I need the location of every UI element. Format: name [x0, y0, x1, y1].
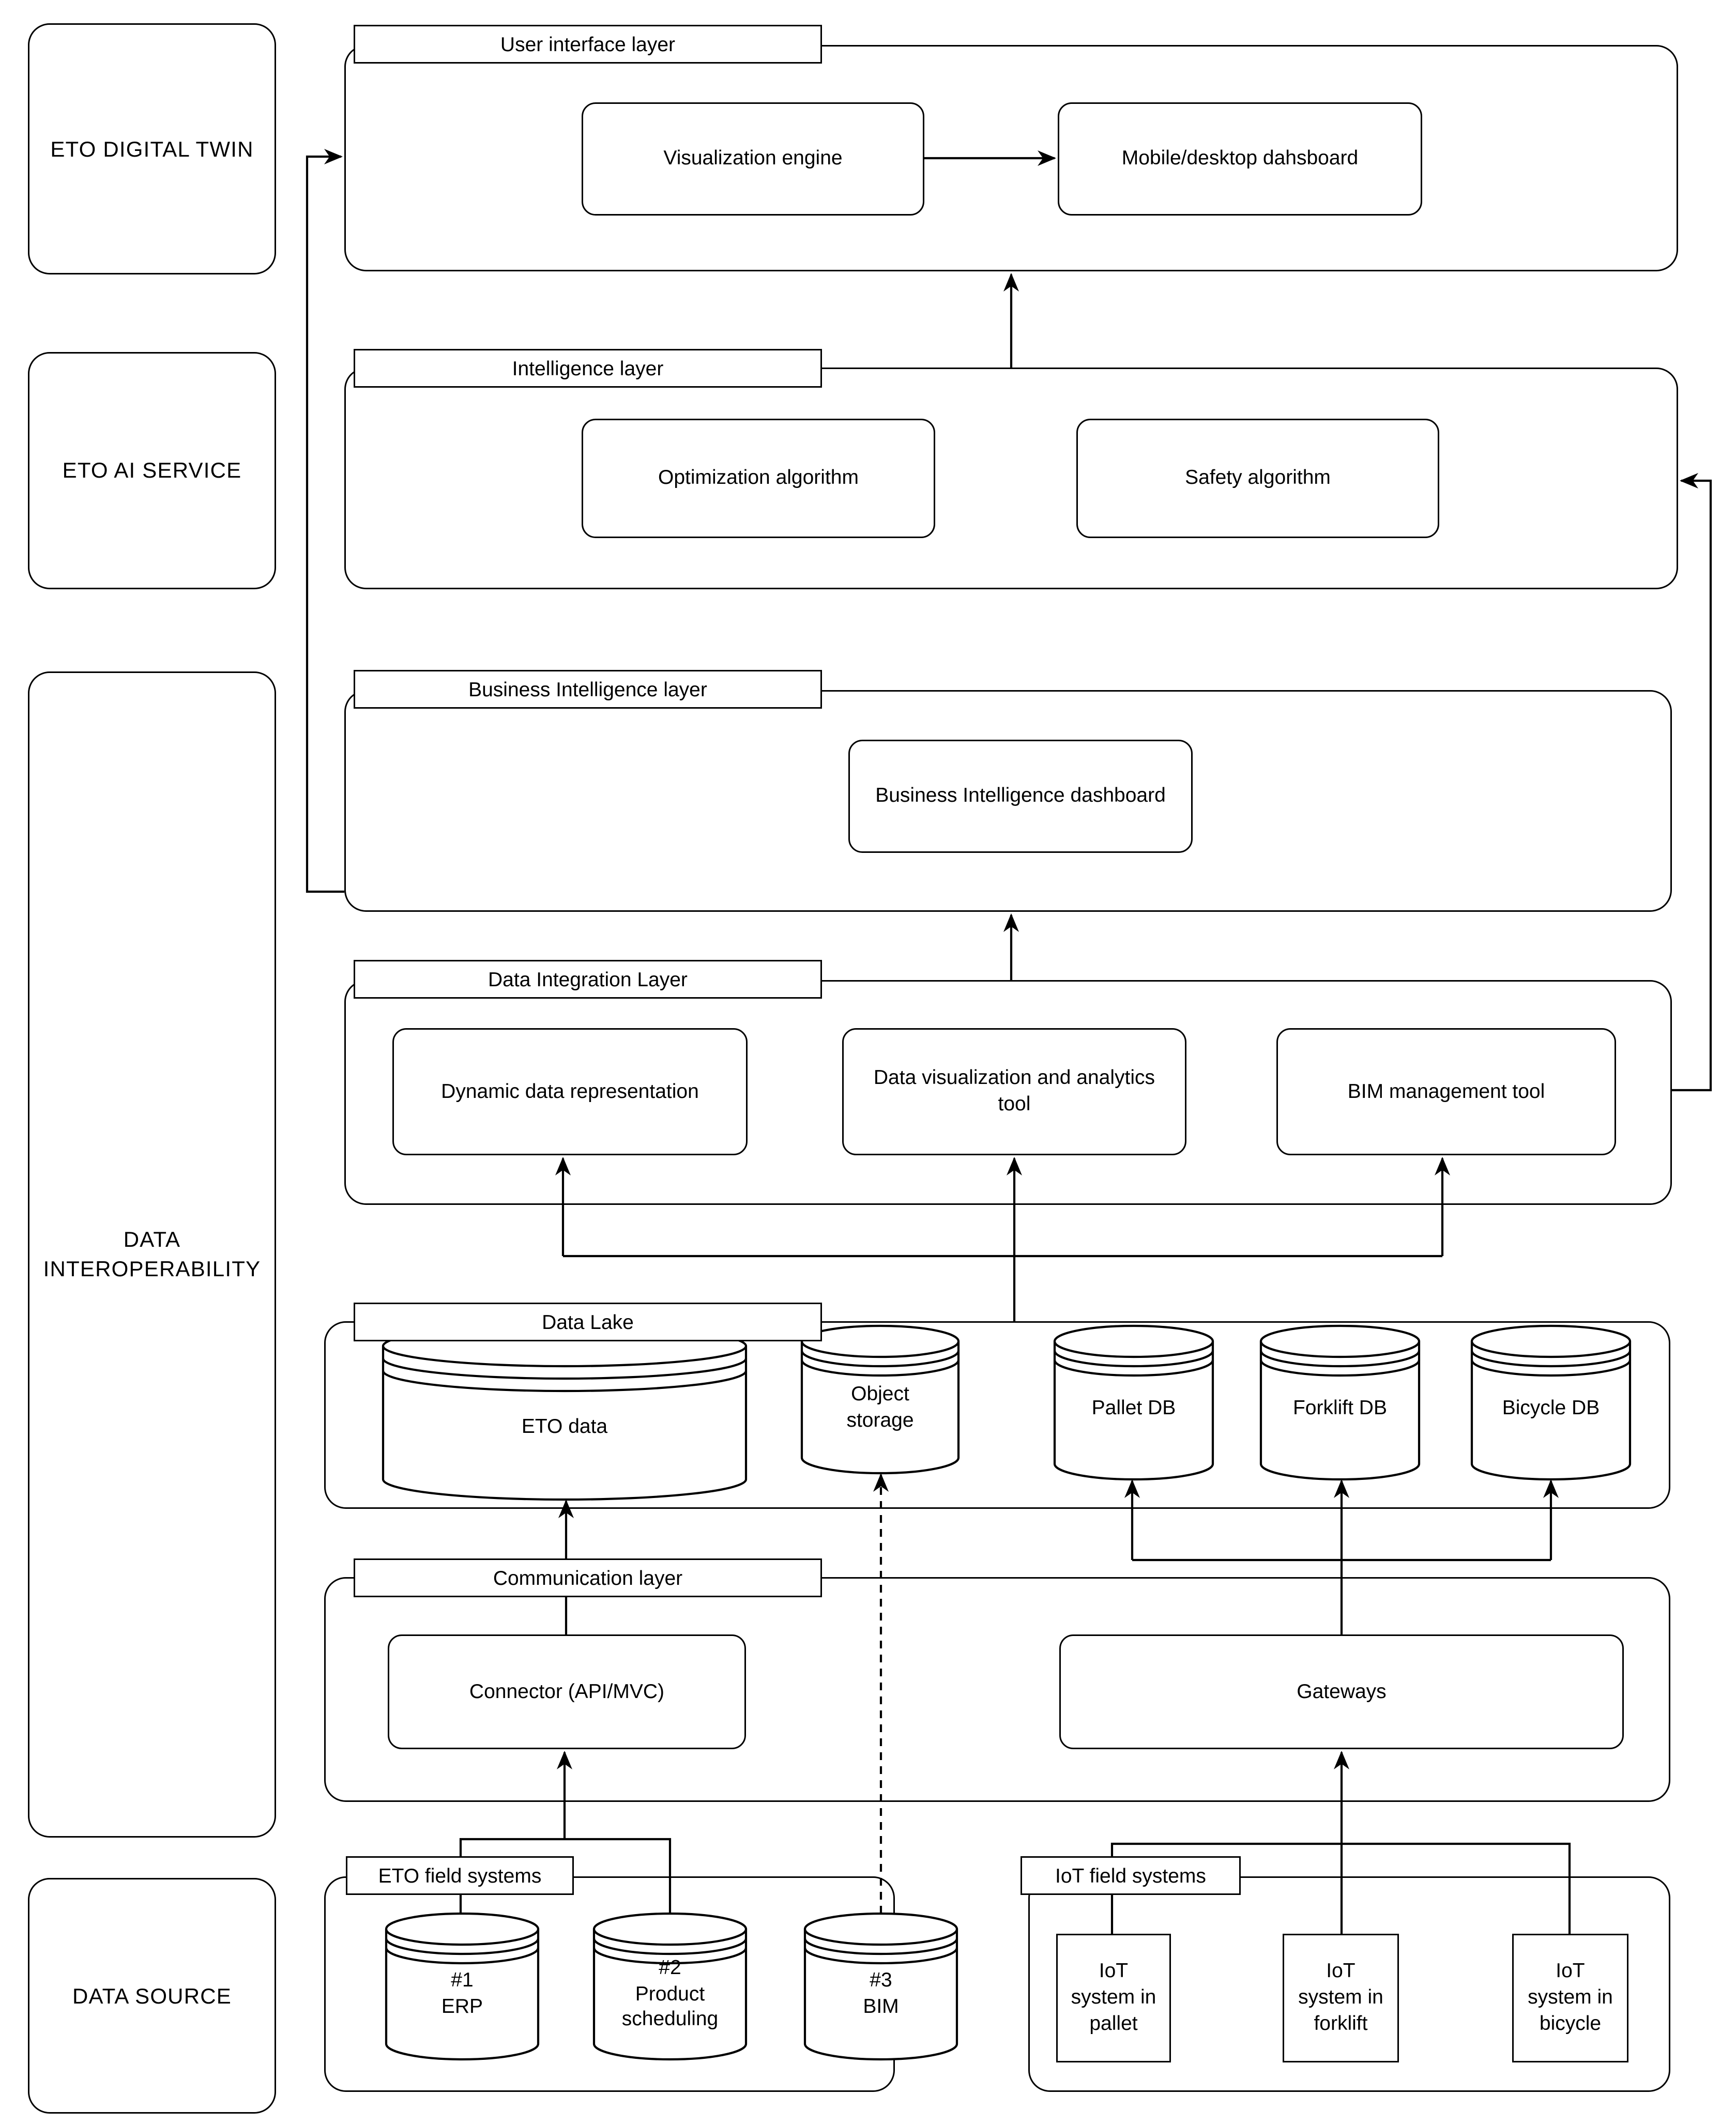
cylinder-product-scheduling	[592, 1912, 748, 2061]
cylinder-bim	[803, 1912, 958, 2061]
cylinder-eto-data	[382, 1324, 748, 1501]
node-gateways: Gateways	[1059, 1634, 1624, 1749]
node-business-intelligence-dashboard: Business Intelligence dashboard	[848, 740, 1193, 853]
header-business-intelligence-layer: Business Intelligence layer	[354, 670, 822, 709]
header-iot-field-systems: IoT field systems	[1021, 1856, 1241, 1895]
node-mobile-desktop-dashboard: Mobile/desktop dahsboard	[1058, 102, 1422, 216]
side-box-eto-ai-service: ETO AI SERVICE	[28, 352, 276, 589]
container-intelligence-layer	[344, 368, 1678, 589]
cylinder-bicycle-db-rings	[1470, 1341, 1632, 1377]
header-eto-field-systems: ETO field systems	[346, 1856, 574, 1895]
cylinder-object-storage-rings	[800, 1341, 960, 1377]
node-bim-management-tool: BIM management tool	[1276, 1028, 1616, 1155]
node-safety-algorithm: Safety algorithm	[1076, 419, 1439, 538]
edge-bi-to-ui-left-loop	[306, 149, 344, 893]
cylinder-forklift-db	[1259, 1324, 1421, 1481]
node-iot-system-pallet: IoT system in pallet	[1056, 1934, 1171, 2062]
node-data-visualization-analytics-tool: Data visualization and analytics tool	[842, 1028, 1186, 1155]
side-box-eto-digital-twin: ETO DIGITAL TWIN	[28, 23, 276, 274]
cylinder-product-scheduling-rings	[592, 1929, 748, 1965]
side-box-data-interoperability: DATA INTEROPERABILITY	[28, 671, 276, 1838]
container-user-interface-layer	[344, 45, 1678, 271]
cylinder-bicycle-db	[1470, 1324, 1632, 1481]
header-data-lake: Data Lake	[354, 1303, 822, 1341]
header-user-interface-layer: User interface layer	[354, 25, 822, 64]
cylinder-erp	[385, 1912, 540, 2061]
node-visualization-engine: Visualization engine	[582, 102, 924, 216]
cylinder-forklift-db-rings	[1259, 1341, 1421, 1377]
header-data-integration-layer: Data Integration Layer	[354, 960, 822, 999]
cylinder-pallet-db-rings	[1053, 1341, 1214, 1377]
cylinder-erp-rings	[385, 1929, 540, 1965]
edge-feedback-di-to-intelligence	[1672, 473, 1712, 1092]
node-optimization-algorithm: Optimization algorithm	[582, 419, 935, 538]
header-intelligence-layer: Intelligence layer	[354, 349, 822, 388]
node-iot-system-forklift: IoT system in forklift	[1283, 1934, 1399, 2062]
side-box-data-source: DATA SOURCE	[28, 1878, 276, 2114]
cylinder-eto-data-rings	[382, 1346, 748, 1393]
node-iot-system-bicycle: IoT system in bicycle	[1512, 1934, 1628, 2062]
cylinder-pallet-db	[1053, 1324, 1214, 1481]
cylinder-object-storage	[800, 1324, 960, 1475]
cylinder-bim-rings	[803, 1929, 958, 1965]
node-dynamic-data-representation: Dynamic data representation	[392, 1028, 748, 1155]
header-communication-layer: Communication layer	[354, 1558, 822, 1597]
node-connector-api-mvc: Connector (API/MVC)	[388, 1634, 746, 1749]
